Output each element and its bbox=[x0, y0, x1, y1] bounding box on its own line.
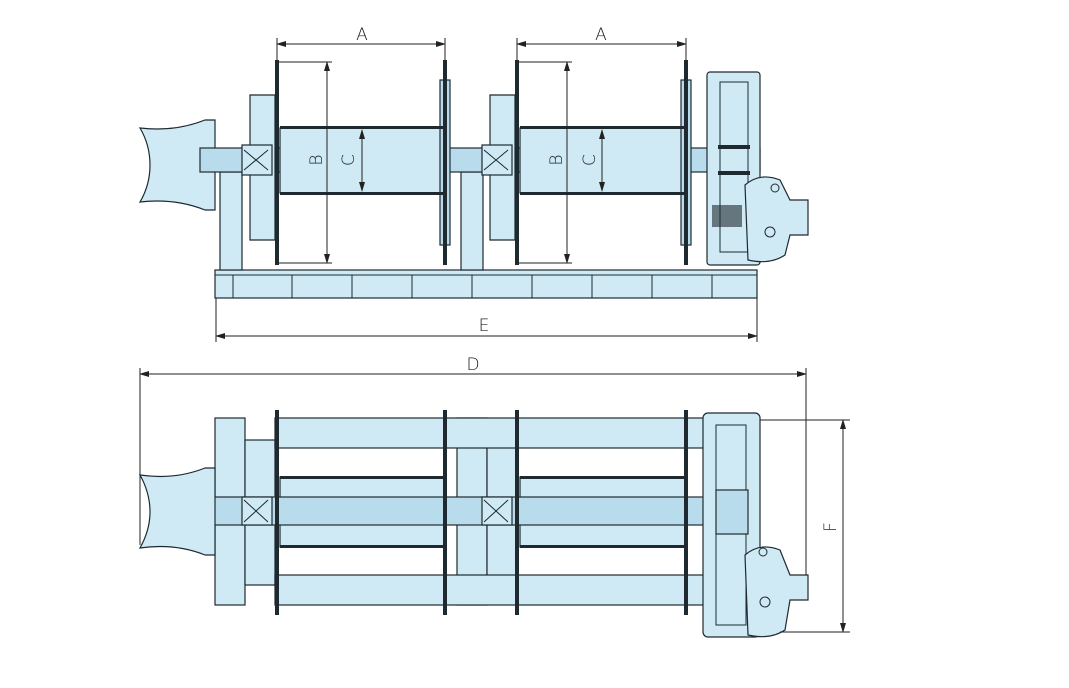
dimension-label-c: C bbox=[339, 154, 359, 166]
dimension-label-f: F bbox=[821, 522, 841, 532]
base-frame bbox=[214, 269, 758, 299]
dimension-label-a: A bbox=[595, 25, 607, 45]
dimension-label-c: C bbox=[580, 154, 600, 166]
plan-view: F bbox=[138, 410, 850, 638]
dimension-label-d: D bbox=[466, 355, 479, 375]
hydraulic-motor bbox=[744, 546, 809, 638]
dimension-label-b: B bbox=[547, 154, 567, 165]
dimension-label-b: B bbox=[307, 154, 327, 165]
front-view: A A B C B C E bbox=[138, 25, 809, 342]
dimension-label-a: A bbox=[356, 25, 368, 45]
warping-head bbox=[138, 119, 216, 211]
bearing-stand bbox=[219, 171, 243, 271]
dimension-label-e: E bbox=[479, 316, 490, 336]
warping-head bbox=[138, 467, 216, 556]
bearing-stand bbox=[460, 171, 484, 271]
hydraulic-motor bbox=[744, 176, 809, 263]
